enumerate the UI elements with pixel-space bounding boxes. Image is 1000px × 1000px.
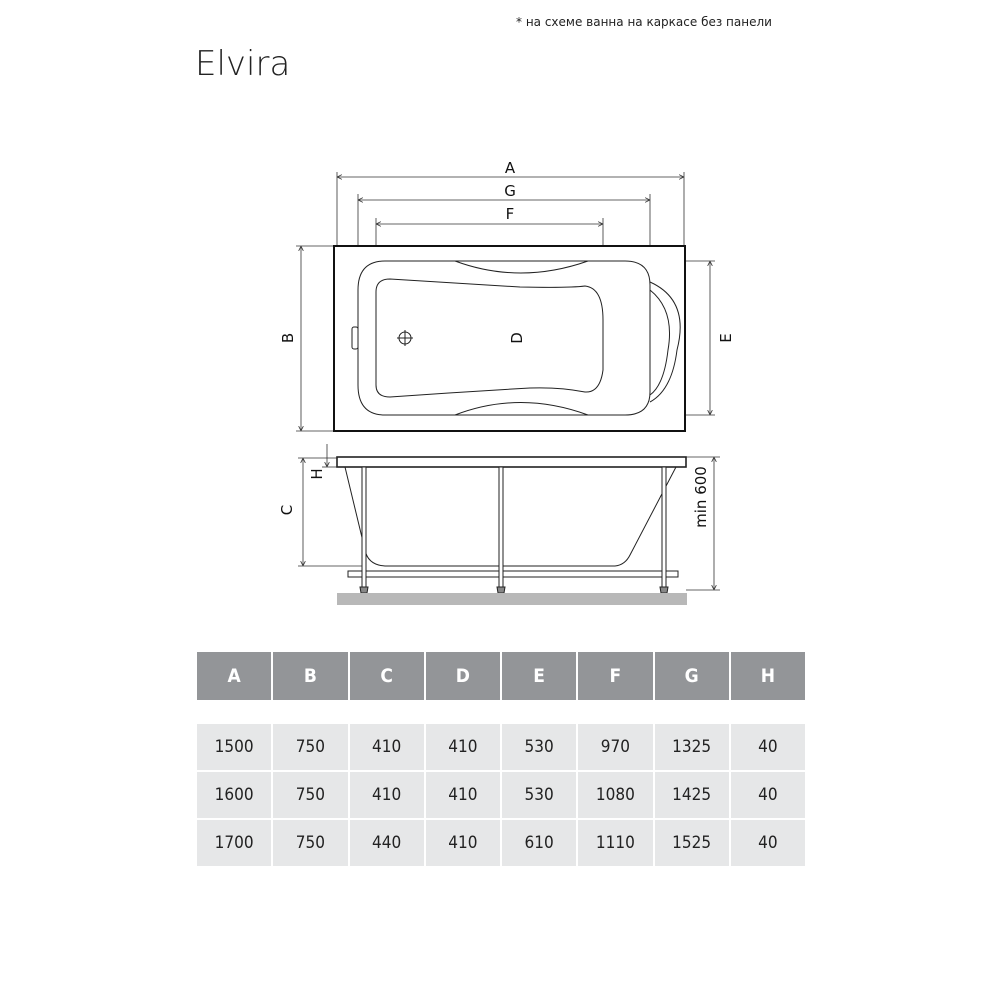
label-a: A xyxy=(505,159,516,177)
cell: 410 xyxy=(425,820,500,868)
table-row: 1500 750 410 410 530 970 1325 40 xyxy=(197,724,805,772)
cell: 410 xyxy=(349,772,424,820)
bathtub-drawing: A G F B D E C H min 600 xyxy=(278,159,735,605)
cell: 40 xyxy=(730,772,805,820)
label-min-height: min 600 xyxy=(692,466,710,528)
header-b: B xyxy=(273,652,348,700)
header-c: C xyxy=(349,652,424,700)
header-a: A xyxy=(197,652,272,700)
header-e: E xyxy=(502,652,577,700)
label-d: D xyxy=(508,332,526,344)
header-f: F xyxy=(578,652,653,700)
cell: 1110 xyxy=(578,820,653,868)
cell: 970 xyxy=(578,724,653,772)
cell: 1325 xyxy=(654,724,729,772)
label-f: F xyxy=(506,205,515,223)
table-spacer xyxy=(197,700,805,724)
header-d: D xyxy=(425,652,500,700)
cell: 530 xyxy=(502,724,577,772)
cell: 1080 xyxy=(578,772,653,820)
cell: 750 xyxy=(273,724,348,772)
cell: 750 xyxy=(273,772,348,820)
header-h: H xyxy=(730,652,805,700)
cell: 1700 xyxy=(197,820,272,868)
tub-side-view xyxy=(336,456,687,594)
label-b: B xyxy=(279,333,297,343)
cell: 610 xyxy=(502,820,577,868)
cell: 410 xyxy=(349,724,424,772)
header-g: G xyxy=(654,652,729,700)
cell: 1600 xyxy=(197,772,272,820)
label-g: G xyxy=(504,182,516,200)
tub-bowl-inner xyxy=(375,278,604,398)
cell: 440 xyxy=(349,820,424,868)
tub-top-outline xyxy=(333,245,686,432)
product-title: Elvira xyxy=(195,44,291,84)
label-e: E xyxy=(717,333,735,342)
cell: 530 xyxy=(502,772,577,820)
label-h: H xyxy=(308,468,326,479)
table-header-row: A B C D E F G H xyxy=(197,652,805,700)
cell: 410 xyxy=(425,772,500,820)
overflow-icon xyxy=(351,326,359,350)
cell: 410 xyxy=(425,724,500,772)
table-row: 1700 750 440 410 610 1110 1525 40 xyxy=(197,820,805,868)
drain-icon xyxy=(397,330,413,346)
cell: 750 xyxy=(273,820,348,868)
cell: 40 xyxy=(730,724,805,772)
cell: 1525 xyxy=(654,820,729,868)
cell: 1425 xyxy=(654,772,729,820)
scheme-note: * на схеме ванна на каркасе без панели xyxy=(516,15,772,29)
cell: 1500 xyxy=(197,724,272,772)
label-c: C xyxy=(278,505,296,515)
floor xyxy=(337,593,687,605)
headrest xyxy=(649,281,681,403)
tub-bowl-outer xyxy=(357,260,651,416)
dimensions-table: A B C D E F G H 1500 750 410 410 530 970… xyxy=(195,652,807,868)
table-row: 1600 750 410 410 530 1080 1425 40 xyxy=(197,772,805,820)
cell: 40 xyxy=(730,820,805,868)
